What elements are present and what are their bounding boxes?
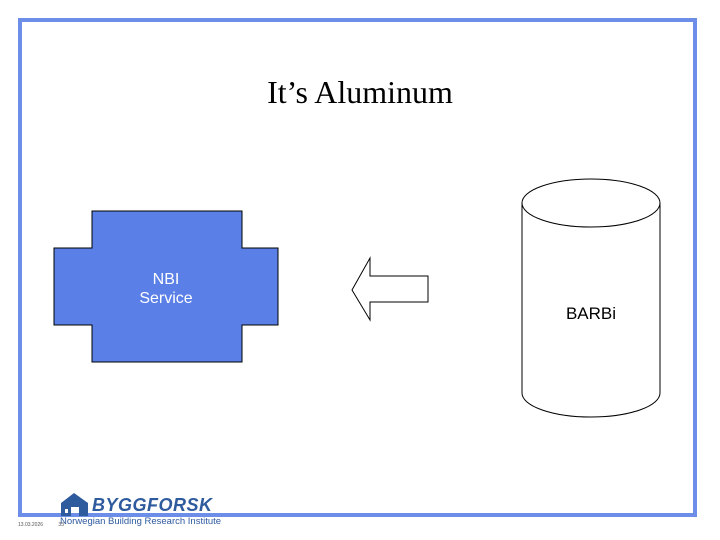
nbi-service-label: NBI Service bbox=[116, 270, 216, 308]
footer-date: 13.03.2026 33 bbox=[18, 522, 64, 528]
footer-page-number: 33 bbox=[58, 522, 64, 528]
nbi-label-line-2: Service bbox=[139, 290, 193, 307]
barbi-cylinder bbox=[521, 178, 661, 418]
barbi-label: BARBi bbox=[565, 304, 617, 323]
nbi-service-shape bbox=[53, 210, 279, 363]
byggforsk-logo-icon bbox=[61, 493, 88, 516]
nbi-label-line-1: NBI bbox=[152, 271, 180, 288]
footer-date-text: 13.03.2026 bbox=[18, 522, 44, 528]
logo-tagline: Norwegian Building Research Institute bbox=[60, 516, 222, 527]
logo-name: BYGGFORSK bbox=[92, 495, 213, 515]
slide-title: It’s Aluminum bbox=[267, 74, 453, 110]
flow-arrow bbox=[351, 256, 429, 322]
slide-frame bbox=[18, 18, 697, 517]
